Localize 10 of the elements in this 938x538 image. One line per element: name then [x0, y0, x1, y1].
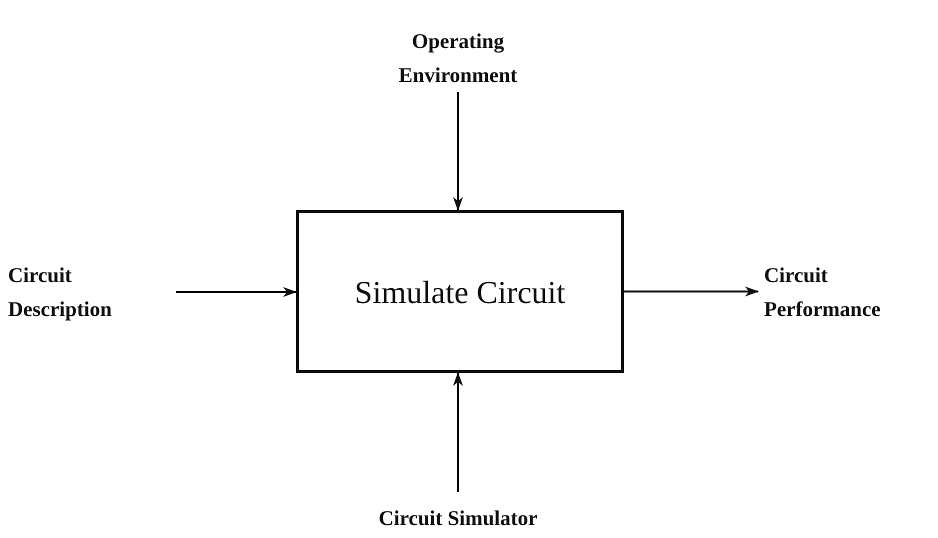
flow-label: Circuit Simulator: [378, 505, 538, 532]
process-box: [296, 210, 624, 373]
flow-label: Circuit Performance: [764, 262, 882, 323]
process-label: Simulate Circuit: [354, 272, 566, 312]
arrow: [453, 372, 463, 492]
arrow: [624, 286, 759, 296]
arrow: [176, 287, 297, 297]
arrow: [453, 92, 463, 211]
flow-label: Circuit Description: [8, 262, 113, 323]
flow-label: Operating Environment: [398, 28, 518, 89]
